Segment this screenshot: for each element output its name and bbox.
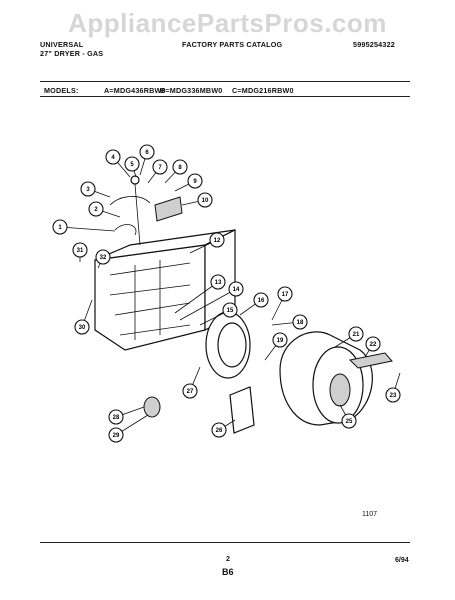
svg-text:25: 25 (346, 419, 353, 425)
catalog-title: FACTORY PARTS CATALOG (182, 40, 283, 49)
svg-text:13: 13 (215, 280, 222, 286)
svg-text:14: 14 (233, 287, 240, 293)
svg-text:23: 23 (390, 393, 397, 399)
print-date: 6/94 (395, 557, 409, 564)
model-a: A=MDG436RBW0 (104, 86, 166, 95)
drawing-id: 1107 (362, 511, 378, 518)
callout-16: 16 (239, 292, 269, 316)
callout-14: 14 (179, 281, 244, 321)
callout-21: 21 (334, 326, 364, 348)
svg-text:7: 7 (158, 165, 162, 171)
motor-bracket (229, 386, 255, 434)
callout-12: 12 (189, 232, 225, 254)
model-b: B=MDG336MBW0 (160, 86, 223, 95)
section-code: B6 (222, 567, 234, 577)
svg-text:9: 9 (193, 179, 197, 185)
svg-text:10: 10 (202, 198, 209, 204)
callout-27: 27 (182, 366, 201, 399)
svg-text:21: 21 (353, 332, 360, 338)
svg-text:26: 26 (216, 428, 223, 434)
callout-29: 29 (108, 414, 149, 443)
svg-text:3: 3 (86, 187, 90, 193)
callout-30: 30 (74, 299, 93, 335)
exploded-parts-diagram: 1 2 3 4 5 6 7 8 9 10 12 13 14 15 16 17 1… (52, 144, 401, 443)
callout-1: 1 (52, 219, 116, 235)
callout-17: 17 (271, 286, 293, 321)
front-bulkhead (205, 311, 251, 379)
page-number: 2 (226, 556, 230, 563)
svg-text:2: 2 (94, 207, 98, 213)
callout-2: 2 (88, 201, 121, 218)
callout-3: 3 (80, 181, 111, 198)
callout-32: 32 (95, 249, 111, 269)
callout-8: 8 (164, 159, 188, 184)
models-label: MODELS: (44, 86, 79, 95)
svg-text:30: 30 (79, 325, 86, 331)
callout-19: 19 (264, 332, 288, 361)
svg-text:16: 16 (258, 298, 265, 304)
callout-26: 26 (211, 419, 236, 438)
drum (279, 331, 373, 426)
svg-text:28: 28 (113, 415, 120, 421)
burner-assembly (109, 175, 151, 246)
drum-glide (348, 352, 393, 369)
svg-text:19: 19 (277, 338, 284, 344)
callout-23: 23 (385, 372, 401, 403)
brand-name: UNIVERSAL (40, 40, 84, 49)
footer-rule (40, 542, 410, 543)
header-rule-top (40, 81, 410, 82)
svg-text:22: 22 (370, 342, 377, 348)
svg-text:1: 1 (58, 225, 62, 231)
svg-text:31: 31 (77, 248, 84, 254)
callout-7: 7 (147, 159, 168, 184)
vent-grille (154, 196, 183, 222)
svg-text:18: 18 (297, 320, 304, 326)
callout-31: 31 (72, 242, 88, 262)
product-name: 27" DRYER - GAS (40, 49, 104, 58)
callout-15: 15 (199, 302, 238, 326)
callout-4: 4 (105, 149, 131, 178)
svg-text:8: 8 (178, 165, 182, 171)
svg-text:5: 5 (130, 162, 134, 168)
callout-25: 25 (339, 404, 357, 429)
callout-18: 18 (271, 314, 308, 330)
callout-28: 28 (108, 406, 145, 425)
svg-text:12: 12 (214, 238, 221, 244)
svg-text:15: 15 (227, 308, 234, 314)
svg-text:32: 32 (100, 255, 107, 261)
callout-9: 9 (174, 173, 203, 192)
callout-13: 13 (174, 274, 226, 314)
callout-6: 6 (139, 144, 155, 176)
watermark: AppliancePartsPros.com (68, 8, 387, 38)
svg-text:27: 27 (187, 389, 194, 395)
callout-22: 22 (364, 336, 381, 358)
svg-text:4: 4 (111, 155, 115, 161)
catalog-number: 5995254322 (353, 40, 395, 49)
leveling-foot (143, 396, 161, 418)
callout-10: 10 (181, 192, 213, 208)
svg-text:17: 17 (282, 292, 289, 298)
svg-text:29: 29 (113, 433, 120, 439)
header-rule-bottom (40, 96, 410, 97)
callout-markers: 1 2 3 4 5 6 7 8 9 10 12 13 14 15 16 17 1… (52, 144, 401, 443)
callout-5: 5 (124, 156, 140, 178)
svg-text:6: 6 (145, 150, 149, 156)
model-c: C=MDG216RBW0 (232, 86, 294, 95)
